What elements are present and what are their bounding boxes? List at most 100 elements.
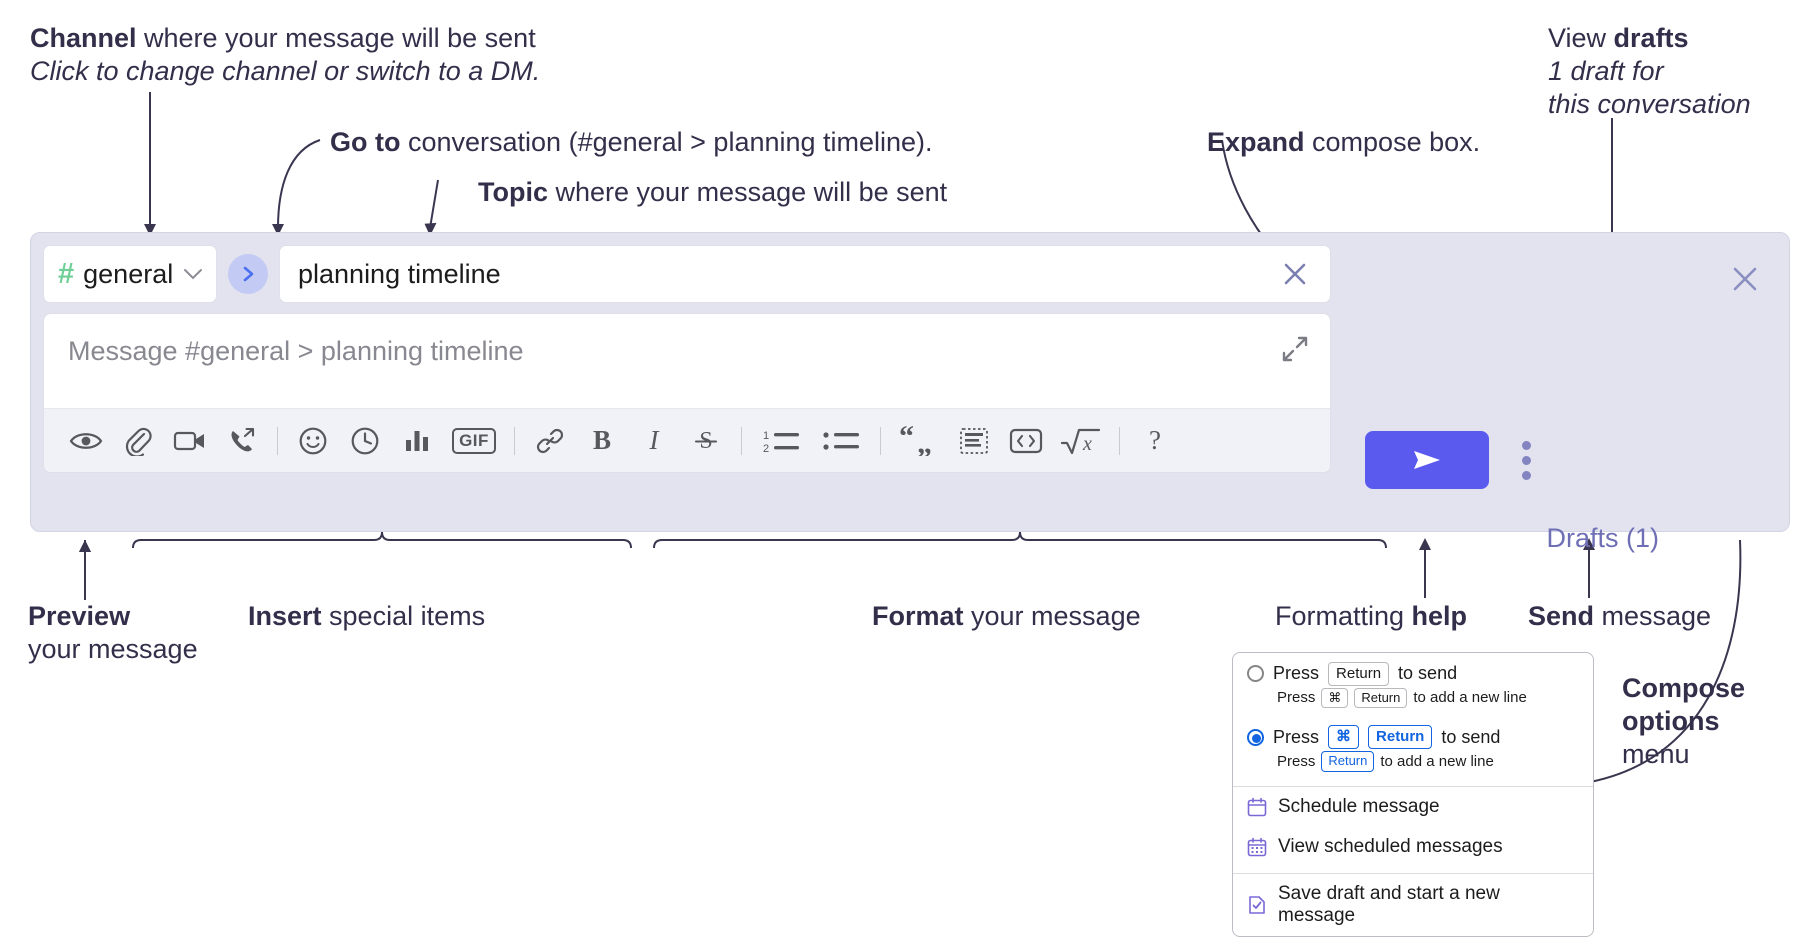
message-editor[interactable]: Message #general > planning timeline: [43, 313, 1331, 473]
annotation-channel-rest: where your message will be sent: [136, 23, 536, 53]
opt2-pre: Press: [1273, 726, 1320, 747]
compose-box: # general planning timeline Message #gen…: [30, 232, 1790, 553]
opt2-post: to send: [1441, 726, 1501, 747]
radio-cmd-return[interactable]: [1247, 728, 1264, 746]
toolbar-separator: [277, 426, 278, 455]
radio-return[interactable]: [1247, 665, 1264, 683]
topic-field[interactable]: planning timeline: [279, 245, 1331, 303]
link-icon[interactable]: [524, 418, 576, 464]
svg-text:x: x: [1082, 433, 1092, 455]
menu-item-save-draft[interactable]: Save draft and start a new message: [1233, 874, 1593, 936]
channel-name: general: [83, 258, 174, 289]
huddle-icon[interactable]: [216, 418, 268, 464]
math-icon[interactable]: x: [1052, 418, 1110, 464]
menu-item-label: Save draft and start a new message: [1278, 882, 1500, 926]
italic-label: I: [649, 425, 659, 455]
menu-item-label: View scheduled messages: [1278, 835, 1503, 857]
chevron-right-icon: [239, 264, 257, 284]
send-option-cmd-return[interactable]: Press ⌘ Return to send: [1233, 716, 1593, 751]
annotation-help-plain: Formatting: [1275, 601, 1412, 631]
video-icon[interactable]: [164, 418, 216, 464]
send-option-return[interactable]: Press Return to send: [1233, 653, 1593, 688]
annotation-send-bold: Send: [1528, 601, 1595, 631]
menu-item-view-scheduled-messages[interactable]: View scheduled messages: [1233, 827, 1593, 867]
message-input[interactable]: Message #general > planning timeline: [68, 336, 524, 366]
annotation-topic-rest: where your message will be sent: [548, 177, 948, 207]
blockquote-icon[interactable]: “„: [890, 418, 948, 464]
key-return: Return: [1368, 725, 1433, 749]
preview-icon[interactable]: [60, 418, 112, 464]
annotation-goto-rest: conversation (#general > planning timeli…: [400, 127, 933, 157]
annotation-drafts-italic1: 1 draft for: [1548, 55, 1664, 86]
send-button[interactable]: [1365, 431, 1489, 489]
svg-text:„: „: [917, 427, 932, 456]
opt2-sub-pre: Press: [1277, 752, 1316, 770]
close-icon[interactable]: [1727, 261, 1763, 297]
code-block-icon[interactable]: [948, 418, 1000, 464]
annotation-compose-options-plain: menu: [1622, 738, 1690, 769]
emoji-icon[interactable]: [287, 418, 339, 464]
annotation-channel-italic: Click to change channel or switch to a D…: [30, 55, 541, 86]
opt1-pre: Press: [1273, 663, 1320, 684]
code-icon[interactable]: [1000, 418, 1052, 464]
svg-text:“: “: [899, 426, 914, 453]
kebab-dot: [1521, 470, 1531, 480]
go-to-conversation-button[interactable]: [228, 254, 268, 294]
annotation-preview-bold: Preview: [28, 601, 131, 631]
toolbar-separator: [880, 426, 881, 455]
send-option-return-sub: Press ⌘ Return to add a new line: [1233, 687, 1593, 717]
clock-icon[interactable]: [339, 418, 391, 464]
menu-item-label: Schedule message: [1278, 795, 1440, 817]
annotation-expand: Expand compose box.: [1207, 126, 1480, 159]
bold-icon[interactable]: B: [576, 418, 628, 464]
poll-icon[interactable]: [391, 418, 443, 464]
topic-value: planning timeline: [298, 258, 501, 289]
key-return: Return: [1321, 750, 1375, 772]
annotation-send: Send message: [1528, 600, 1711, 633]
key-return: Return: [1328, 662, 1390, 686]
annotation-compose-options-bold1: Compose: [1622, 673, 1746, 703]
formatting-toolbar: GIF B I S: [44, 408, 1330, 472]
help-icon[interactable]: ?: [1129, 418, 1181, 464]
italic-icon[interactable]: I: [628, 418, 680, 464]
bulleted-list-icon[interactable]: [811, 418, 871, 464]
annotation-drafts-bold: drafts: [1613, 23, 1689, 53]
key-command: ⌘: [1321, 687, 1349, 709]
annotation-format-bold: Format: [872, 601, 964, 631]
annotation-goto: Go to conversation (#general > planning …: [330, 126, 933, 159]
drafts-link[interactable]: Drafts (1): [1546, 523, 1659, 553]
annotation-insert-rest: special items: [321, 601, 486, 631]
menu-item-schedule-message[interactable]: Schedule message: [1233, 787, 1593, 827]
annotation-help-bold: help: [1411, 601, 1468, 631]
channel-selector[interactable]: # general: [43, 245, 217, 303]
annotation-preview-rest: your message: [28, 633, 198, 664]
svg-text:1: 1: [763, 430, 769, 442]
menu-divider: [1233, 785, 1593, 787]
bold-label: B: [592, 425, 611, 455]
calendar-icon: [1247, 797, 1267, 817]
annotation-topic-bold: Topic: [478, 177, 548, 207]
opt1-sub-post: to add a new line: [1413, 689, 1527, 707]
annotation-help: Formatting help: [1275, 600, 1467, 633]
annotation-compose-options: Compose options menu: [1622, 672, 1745, 771]
attachment-icon[interactable]: [112, 418, 164, 464]
toolbar-separator: [741, 426, 742, 455]
annotation-topic: Topic where your message will be sent: [478, 176, 947, 209]
strikethrough-icon[interactable]: S: [680, 418, 732, 464]
annotation-drafts-plain: View: [1548, 23, 1614, 53]
hash-icon: #: [58, 257, 75, 290]
annotation-goto-bold: Go to: [330, 127, 401, 157]
compose-options-menu: Press Return to send Press ⌘ Return to a…: [1232, 652, 1594, 937]
calendar-grid-icon: [1247, 837, 1267, 857]
toolbar-separator: [514, 426, 515, 455]
gif-icon[interactable]: GIF: [443, 418, 505, 464]
close-icon[interactable]: [1274, 253, 1316, 295]
send-icon: [1403, 443, 1451, 477]
send-option-cmd-return-sub: Press Return to add a new line: [1233, 750, 1593, 780]
opt2-sub-post: to add a new line: [1380, 752, 1494, 770]
help-label: ?: [1149, 425, 1161, 455]
gif-label: GIF: [452, 427, 496, 454]
expand-icon[interactable]: [1280, 334, 1310, 364]
compose-options-button[interactable]: [1513, 433, 1539, 487]
